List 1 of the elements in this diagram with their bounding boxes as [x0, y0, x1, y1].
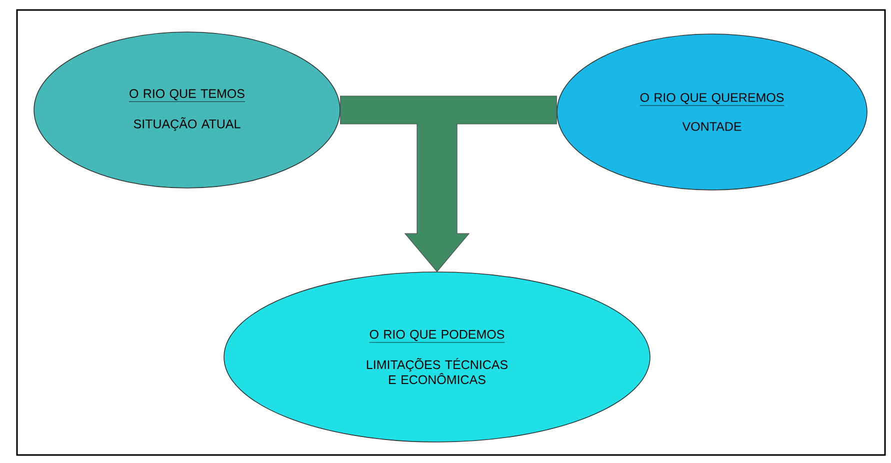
t-arrow — [340, 96, 557, 272]
